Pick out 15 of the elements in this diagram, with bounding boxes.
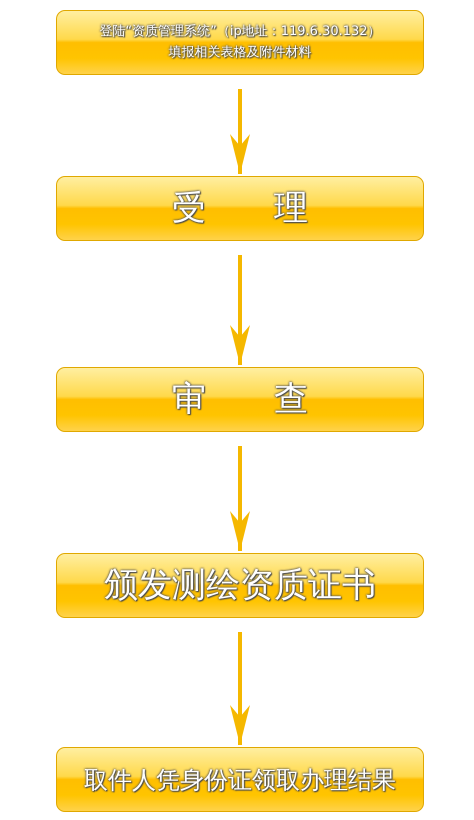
process-box bbox=[56, 747, 424, 812]
step-text: 颁发测绘资质证书 bbox=[104, 564, 376, 607]
step-text: 填报相关表格及附件材料 bbox=[168, 44, 312, 61]
arrow bbox=[230, 632, 250, 745]
step-text: 取件人凭身份证领取办理结果 bbox=[84, 764, 396, 794]
process-box bbox=[56, 10, 424, 75]
process-box bbox=[56, 553, 424, 618]
arrow bbox=[230, 255, 250, 365]
step-text: 登陆“资质管理系统”（ip地址：119.6.30.132） bbox=[99, 24, 381, 40]
arrow bbox=[230, 89, 250, 174]
step-text: 受 理 bbox=[172, 187, 308, 230]
process-box bbox=[56, 367, 424, 432]
process-box bbox=[56, 176, 424, 241]
arrow bbox=[230, 446, 250, 551]
step-text: 审 查 bbox=[172, 378, 308, 421]
